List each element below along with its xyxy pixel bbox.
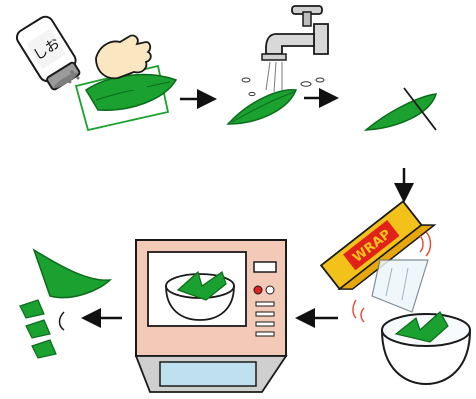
covered-bowl-icon — [382, 312, 470, 384]
faucet-icon — [262, 6, 328, 60]
microwave-door — [136, 356, 286, 392]
knife-cut-icon — [366, 88, 436, 130]
microwave-icon — [136, 240, 286, 392]
plastic-wrap-icon: WRAP — [321, 195, 434, 322]
bowl-in-microwave — [166, 272, 234, 320]
rinsed-leaf-icon — [228, 90, 296, 124]
salt-shaker-icon: しお — [14, 14, 84, 94]
sliced-leaves-icon — [20, 250, 110, 358]
